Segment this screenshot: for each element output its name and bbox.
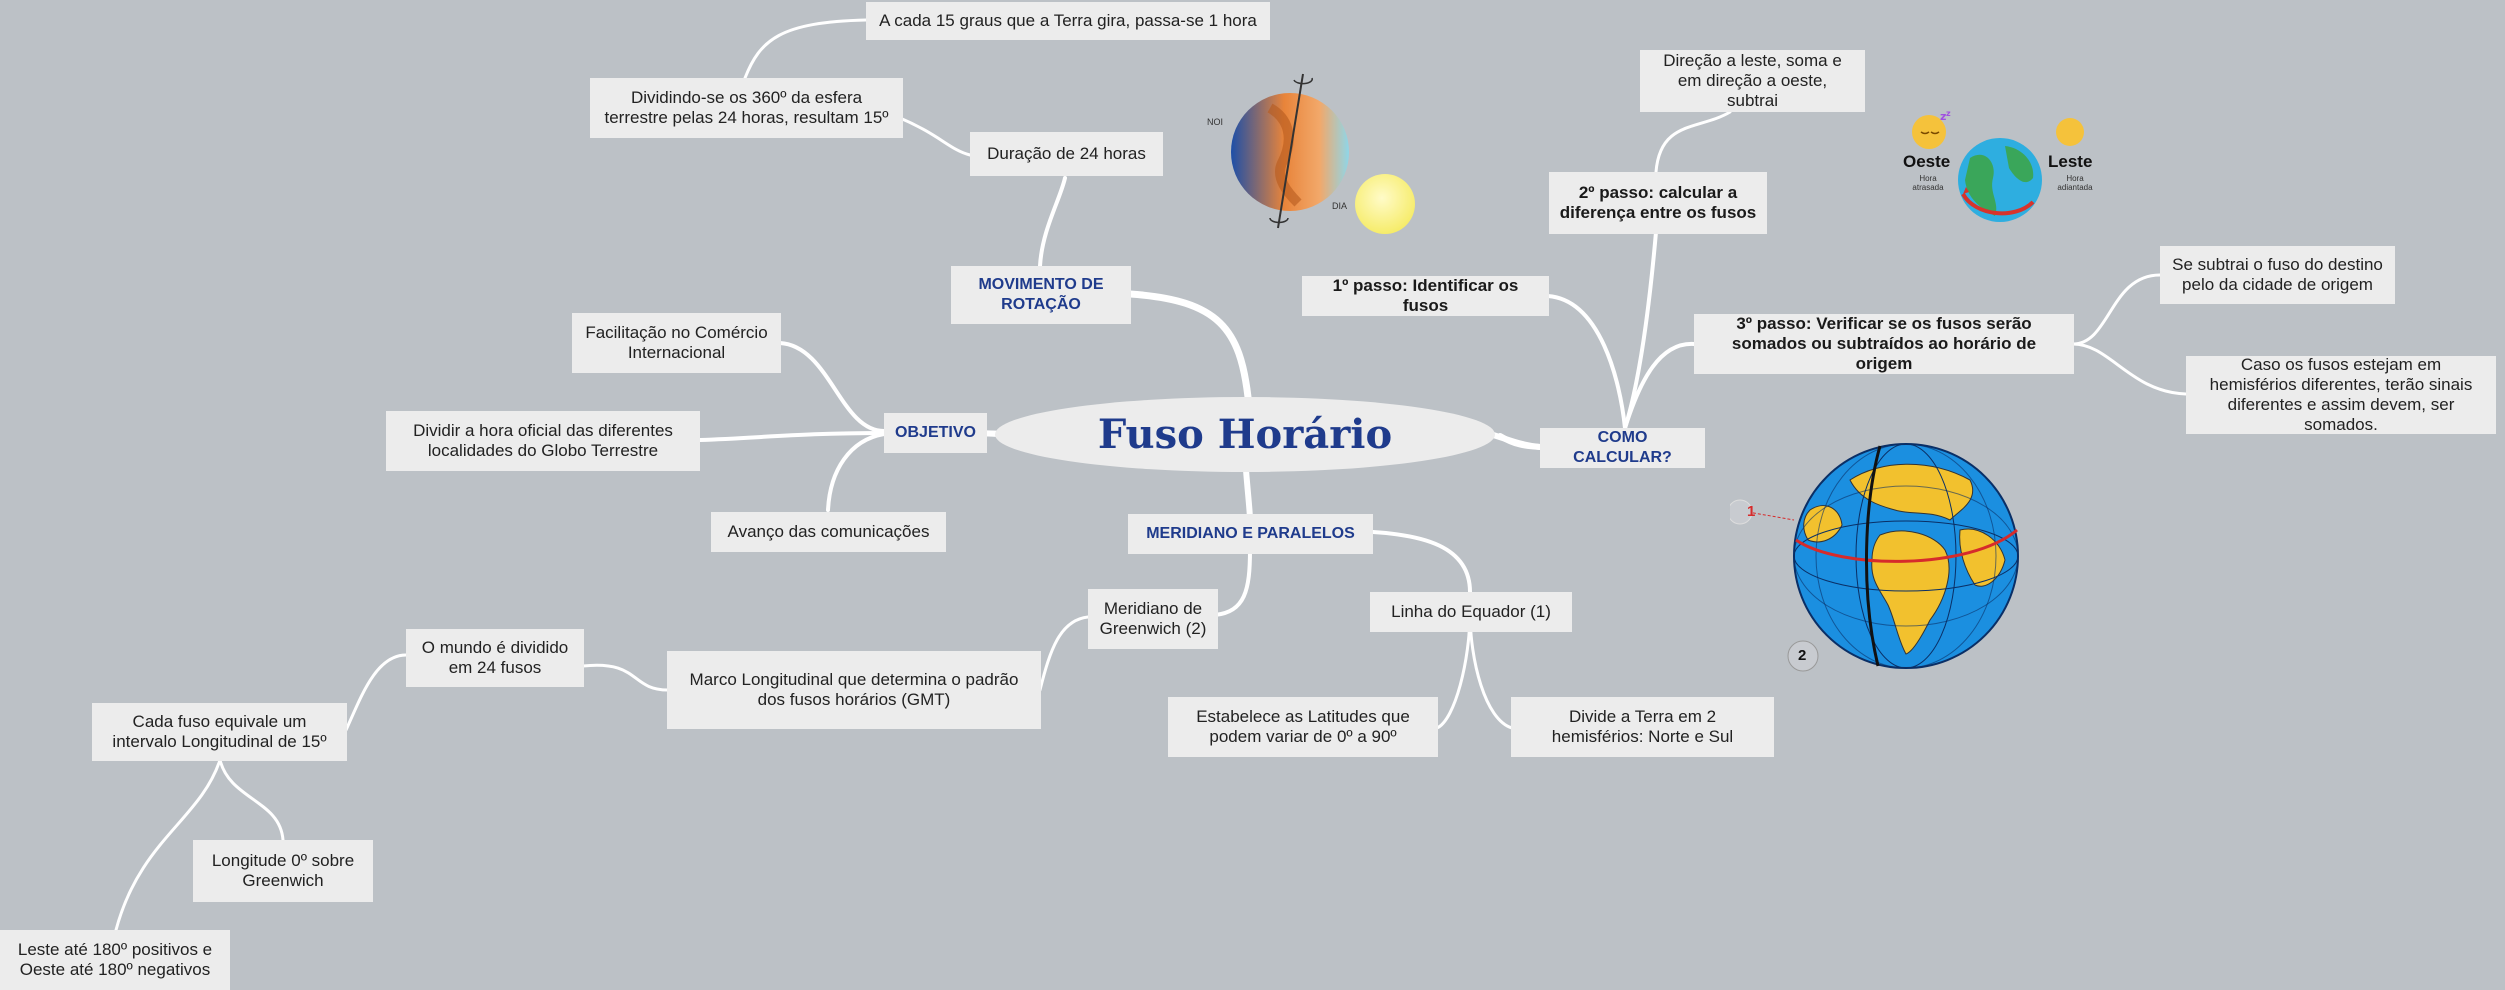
earth-rotation-illustration bbox=[1231, 73, 1415, 234]
leste-sub-label: Hora adiantada bbox=[2057, 174, 2093, 192]
globe-illustration bbox=[1730, 443, 2019, 672]
node-comunicacoes: Avanço das comunicações bbox=[711, 512, 946, 552]
oeste-label: Oeste bbox=[1903, 152, 1951, 171]
node-latitudes: Estabelece as Latitudes que podem variar… bbox=[1168, 697, 1438, 757]
node-duracao: Duração de 24 horas bbox=[970, 132, 1163, 176]
node-cada-fuso: Cada fuso equivale um intervalo Longitud… bbox=[92, 703, 347, 761]
node-passo3: 3º passo: Verificar se os fusos serão so… bbox=[1694, 314, 2074, 374]
sun-icon bbox=[2056, 118, 2084, 146]
oeste-sub-label: Hora atrasada bbox=[1912, 174, 1944, 192]
node-dividir: Dividir a hora oficial das diferentes lo… bbox=[386, 411, 700, 471]
east-west-illustration: z z bbox=[1912, 109, 2084, 222]
central-topic: Fuso Horário bbox=[995, 397, 1495, 472]
branch-rotacao: MOVIMENTO DE ROTAÇÃO bbox=[951, 266, 1131, 324]
node-leste-oeste: Leste até 180º positivos e Oeste até 180… bbox=[0, 930, 230, 990]
dia-label: DIA bbox=[1332, 201, 1348, 211]
node-mundo: O mundo é dividido em 24 fusos bbox=[406, 629, 584, 687]
branch-calcular: COMO CALCULAR? bbox=[1540, 428, 1705, 468]
node-passo1: 1º passo: Identificar os fusos bbox=[1302, 276, 1549, 316]
greenwich-marker: 2 bbox=[1798, 647, 1807, 664]
node-dividindo: Dividindo-se os 360º da esfera terrestre… bbox=[590, 78, 903, 138]
node-passo2: 2º passo: calcular a diferença entre os … bbox=[1549, 172, 1767, 234]
equator-marker: 1 bbox=[1747, 503, 1756, 520]
node-hemisferios: Caso os fusos estejam em hemisférios dif… bbox=[2186, 355, 2496, 434]
node-equador: Linha do Equador (1) bbox=[1370, 592, 1572, 632]
node-cada15: A cada 15 graus que a Terra gira, passa-… bbox=[866, 2, 1270, 40]
leste-label: Leste bbox=[2048, 152, 2093, 171]
node-longitude0: Longitude 0º sobre Greenwich bbox=[193, 840, 373, 902]
node-marco: Marco Longitudinal que determina o padrã… bbox=[667, 651, 1041, 729]
node-comercio: Facilitação no Comércio Internacional bbox=[572, 313, 781, 373]
node-direcao: Direção a leste, soma e em direção a oes… bbox=[1640, 50, 1865, 112]
branch-objetivo: OBJETIVO bbox=[884, 413, 987, 453]
node-greenwich: Meridiano de Greenwich (2) bbox=[1088, 589, 1218, 649]
branch-meridiano: MERIDIANO E PARALELOS bbox=[1128, 514, 1373, 554]
node-divide: Divide a Terra em 2 hemisférios: Norte e… bbox=[1511, 697, 1774, 757]
node-subtrai: Se subtrai o fuso do destino pelo da cid… bbox=[2160, 246, 2395, 304]
noite-label: NOI bbox=[1207, 117, 1224, 127]
svg-text:z: z bbox=[1946, 109, 1951, 118]
svg-text:z: z bbox=[1940, 110, 1946, 123]
